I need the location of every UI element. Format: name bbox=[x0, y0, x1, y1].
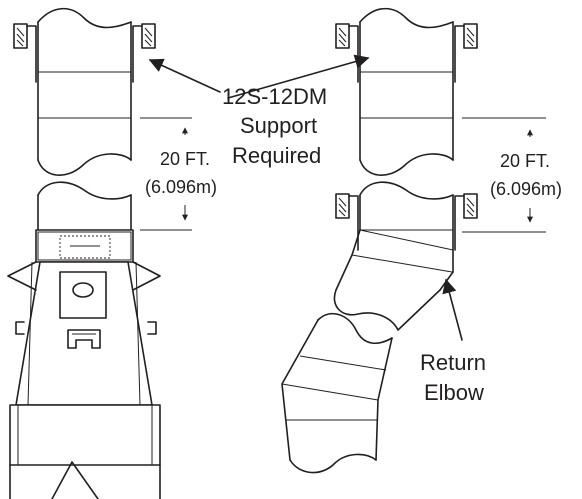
right-upper-bracket-left bbox=[335, 23, 359, 83]
support-part-number-label: 12S-12DM bbox=[222, 84, 327, 109]
right-upper-bracket-right bbox=[454, 23, 478, 83]
left-support-bracket-left bbox=[13, 23, 37, 83]
support-required-label: Required bbox=[232, 143, 321, 168]
right-assembly bbox=[281, 7, 478, 474]
return-label: Return bbox=[420, 350, 486, 375]
right-lower-duct-elbow bbox=[333, 181, 454, 331]
right-lower-bracket-left bbox=[335, 193, 359, 251]
elbow-label: Elbow bbox=[424, 380, 484, 405]
left-dimension-feet: 20 FT. bbox=[160, 149, 210, 169]
right-upper-duct bbox=[359, 7, 454, 176]
right-dimension-meters: (6.096m) bbox=[490, 179, 562, 199]
right-dimension-feet: 20 FT. bbox=[500, 151, 550, 171]
left-dimension bbox=[140, 117, 192, 231]
left-collector-body bbox=[7, 229, 161, 499]
right-lower-bracket-right bbox=[454, 193, 478, 251]
leader-arrows bbox=[148, 54, 463, 341]
left-upper-duct bbox=[37, 7, 132, 176]
left-lower-duct bbox=[37, 181, 132, 233]
right-dimension bbox=[462, 117, 546, 233]
left-support-bracket-right bbox=[132, 23, 156, 83]
right-bottom-elbow bbox=[281, 312, 393, 474]
left-assembly bbox=[7, 7, 161, 499]
left-dimension-meters: (6.096m) bbox=[145, 177, 217, 197]
support-word-label: Support bbox=[240, 113, 317, 138]
